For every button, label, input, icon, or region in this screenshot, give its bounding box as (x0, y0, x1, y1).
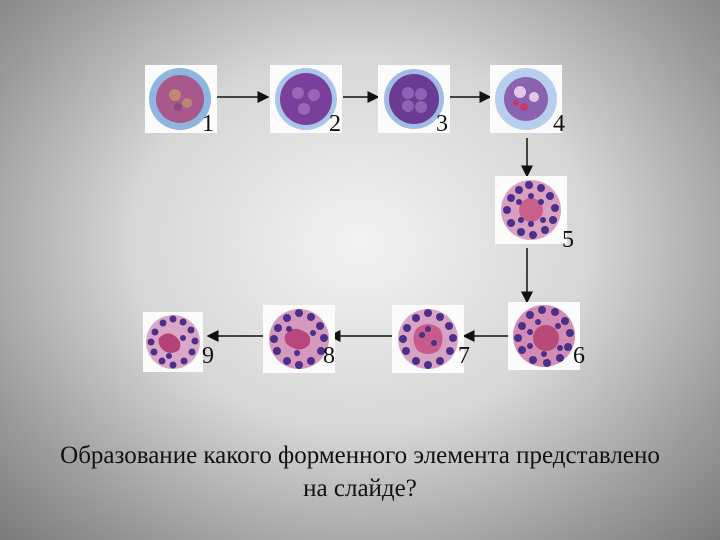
cell-image-8 (263, 305, 335, 373)
stage-label-4: 4 (553, 111, 565, 137)
stage-label-6: 6 (573, 343, 585, 369)
cell-image-1 (145, 65, 217, 133)
stage-label-3: 3 (436, 111, 448, 137)
cell-image-5 (495, 176, 567, 244)
cell-image-4 (490, 65, 562, 133)
stage-label-1: 1 (202, 111, 214, 137)
cell-image-7 (392, 305, 464, 373)
question-text: Образование какого форменного элемента п… (60, 442, 660, 502)
cell-image-2 (270, 65, 342, 133)
stage-label-2: 2 (329, 111, 341, 137)
stage-label-7: 7 (458, 343, 470, 369)
stage-label-8: 8 (323, 343, 335, 369)
cell-image-9 (143, 312, 203, 372)
cell-image-3 (378, 65, 450, 133)
stage-label-9: 9 (202, 343, 214, 369)
cell-image-6 (508, 302, 580, 370)
stage-label-5: 5 (562, 227, 574, 253)
